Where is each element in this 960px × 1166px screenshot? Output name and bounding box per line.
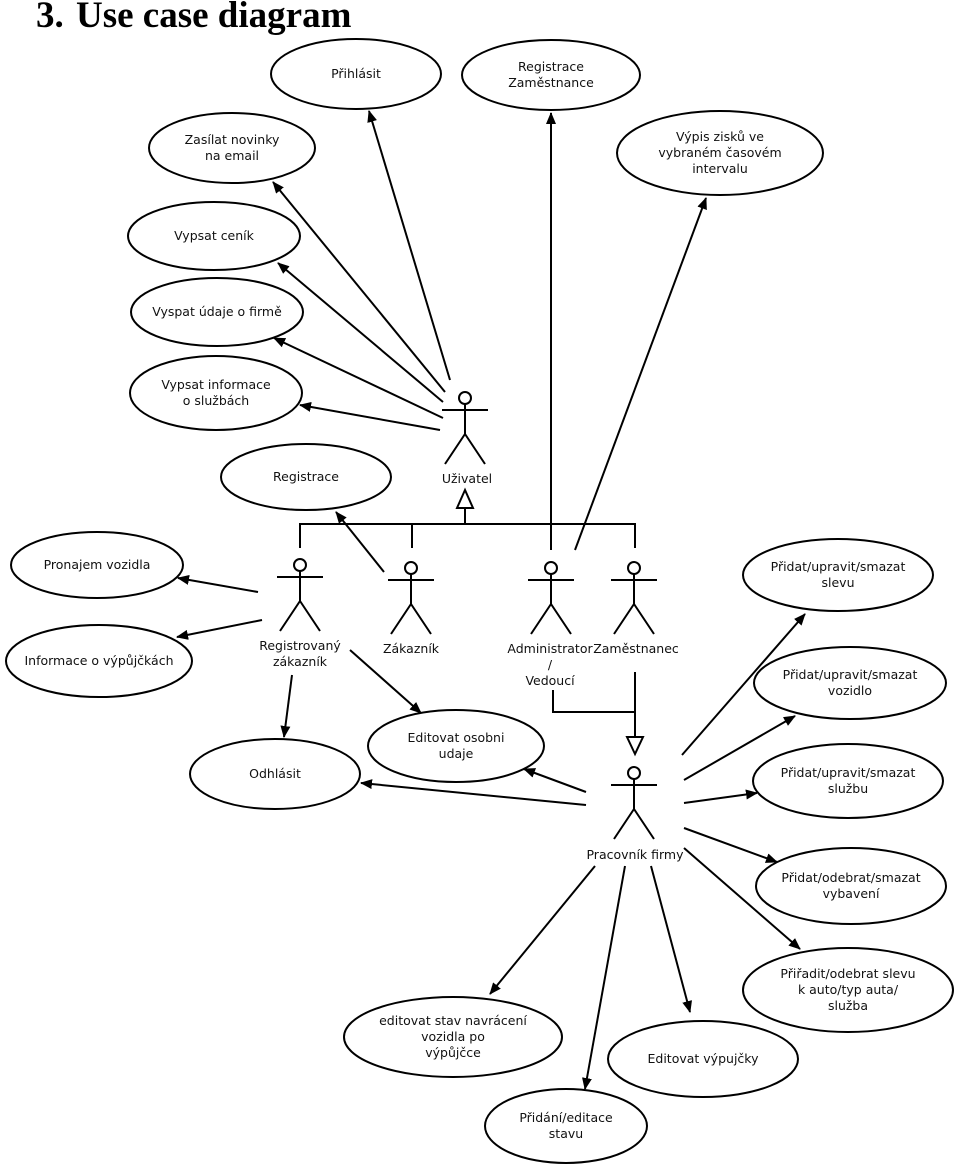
use-case-slevu — [742, 538, 934, 612]
association-arrow — [273, 337, 444, 419]
actor-administrator-label-text: Administrator — [507, 641, 593, 656]
use-case-vozidlo-text: Přidat/upravit/smazat — [783, 667, 918, 682]
association-arrow — [582, 865, 626, 1090]
association-arrow — [367, 110, 451, 381]
use-case-priradit-slevu-text: služba — [828, 998, 868, 1013]
association-arrow — [335, 511, 385, 573]
use-case-priradit-slevu-text: Přiřadit/odebrat slevu — [780, 966, 915, 981]
use-case-informace-vypujckach — [5, 624, 193, 698]
association-arrow — [277, 262, 444, 403]
use-case-pridani-stavu-text: Přidání/editace — [519, 1110, 613, 1125]
use-case-vypis-zisku-text: vybraném časovém — [658, 145, 781, 160]
use-case-vypis-zisku — [616, 110, 824, 196]
use-case-vypis-zisku-text: intervalu — [692, 161, 748, 176]
use-case-vybaveni-text: vybavení — [823, 886, 880, 901]
actor-administrator-label-text: / — [548, 657, 553, 672]
use-case-sluzbu-text: službu — [828, 781, 868, 796]
generalization-arrowhead-uzivatel — [455, 487, 475, 509]
generalization-connector-administrator — [552, 690, 634, 713]
association-arrow — [177, 574, 259, 593]
use-case-priradit-slevu-text: k auto/typ auta/ — [798, 982, 899, 997]
association-arrow — [683, 827, 778, 863]
actor-zamestnanec-label-text: Zaměstnanec — [593, 641, 679, 656]
use-case-editovat-osobni — [367, 709, 545, 783]
use-case-editovat-stav — [343, 996, 563, 1078]
actor-zamestnanec — [611, 561, 657, 635]
actor-administrator — [528, 561, 574, 635]
use-case-zasilat-novinky — [148, 112, 316, 184]
use-case-editovat-vypujcky — [607, 1020, 799, 1098]
use-case-sluzbu — [752, 743, 944, 819]
use-case-vybaveni-text: Přidat/odebrat/smazat — [781, 870, 920, 885]
use-case-prihlasit-text: Přihlásit — [331, 66, 381, 81]
use-case-slevu-text: slevu — [822, 575, 855, 590]
use-case-informace-vypujckach-text: Informace o výpůjčkách — [24, 653, 173, 668]
actor-zakaznik — [388, 561, 434, 635]
use-case-pronajem-text: Pronajem vozidla — [44, 557, 151, 572]
association-arrow — [349, 649, 422, 714]
association-arrow — [683, 715, 796, 781]
actor-uzivatel — [442, 391, 488, 465]
actor-registrovany — [277, 558, 323, 632]
section-number: 3. — [36, 0, 64, 36]
association-arrow — [523, 768, 587, 793]
use-case-vypsat-informace-text: Vypsat informace — [161, 377, 271, 392]
use-case-editovat-stav-text: vozidla po — [421, 1029, 485, 1044]
association-arrow — [176, 619, 263, 640]
use-case-vypsat-cenik-text: Vypsat ceník — [174, 228, 255, 243]
use-case-vybaveni — [755, 847, 947, 925]
use-case-zasilat-novinky-text: Zasílat novinky — [185, 132, 280, 147]
actor-pracovnik-label-text: Pracovník firmy — [586, 847, 684, 862]
use-case-registrace-zamestnance-text: Registrace — [518, 59, 584, 74]
use-case-registrace — [220, 443, 392, 511]
use-case-pronajem — [10, 531, 184, 599]
generalization-arrowhead-pracovnik — [625, 736, 645, 757]
actor-registrovany-label-text: Registrovaný — [259, 638, 341, 653]
use-case-slevu-text: Přidat/upravit/smazat — [771, 559, 906, 574]
use-case-registrace-zamestnance-text: Zaměstnance — [508, 75, 594, 90]
section-title: Use case diagram — [76, 0, 352, 36]
use-case-zasilat-novinky-text: na email — [205, 148, 259, 163]
association-arrow — [683, 847, 801, 950]
use-case-vyspat-udaje-text: Vyspat údaje o firmě — [152, 304, 282, 319]
association-arrow — [299, 402, 441, 431]
use-case-editovat-stav-text: editovat stav navrácení — [379, 1013, 527, 1028]
use-case-pridani-stavu-text: stavu — [549, 1126, 583, 1141]
use-case-priradit-slevu — [742, 947, 954, 1033]
use-case-vyspat-udaje — [130, 277, 304, 347]
actor-uzivatel-label-text: Uživatel — [442, 471, 492, 486]
use-case-editovat-vypujcky-text: Editovat výpujčky — [648, 1051, 760, 1066]
actor-administrator-label-text: Vedoucí — [525, 673, 575, 688]
use-case-editovat-osobni-text: udaje — [439, 746, 474, 761]
use-case-prihlasit — [270, 38, 442, 110]
use-case-registrace-zamestnance — [461, 39, 641, 111]
use-case-registrace-text: Registrace — [273, 469, 339, 484]
association-arrow — [489, 865, 596, 995]
association-arrow — [650, 865, 692, 1013]
actor-zakaznik-label-text: Zákazník — [383, 641, 440, 656]
association-arrow — [360, 779, 587, 806]
use-case-pridani-stavu — [484, 1088, 648, 1164]
page-title: 3. Use case diagram — [36, 0, 351, 37]
use-case-vozidlo — [753, 646, 947, 720]
association-arrow — [574, 197, 707, 551]
association-arrow — [683, 789, 758, 804]
generalization-bus-uzivatel — [299, 523, 636, 548]
association-arrow — [280, 674, 293, 738]
use-case-editovat-osobni-text: Editovat osobni — [408, 730, 505, 745]
use-case-vypis-zisku-text: Výpis zisků ve — [676, 129, 764, 144]
association-arrow — [681, 613, 806, 756]
use-case-odhlasit-text: Odhlásit — [249, 766, 301, 781]
use-case-editovat-stav-text: výpůjčce — [425, 1045, 481, 1060]
use-case-vypsat-informace — [129, 355, 303, 431]
use-case-vozidlo-text: vozidlo — [828, 683, 872, 698]
association-arrow — [272, 181, 446, 393]
actor-registrovany-label-text: zákazník — [273, 654, 328, 669]
use-case-odhlasit — [189, 738, 361, 810]
use-case-vypsat-cenik — [127, 201, 301, 271]
actor-pracovnik — [611, 766, 657, 840]
use-case-sluzbu-text: Přidat/upravit/smazat — [781, 765, 916, 780]
use-case-vypsat-informace-text: o službách — [183, 393, 249, 408]
